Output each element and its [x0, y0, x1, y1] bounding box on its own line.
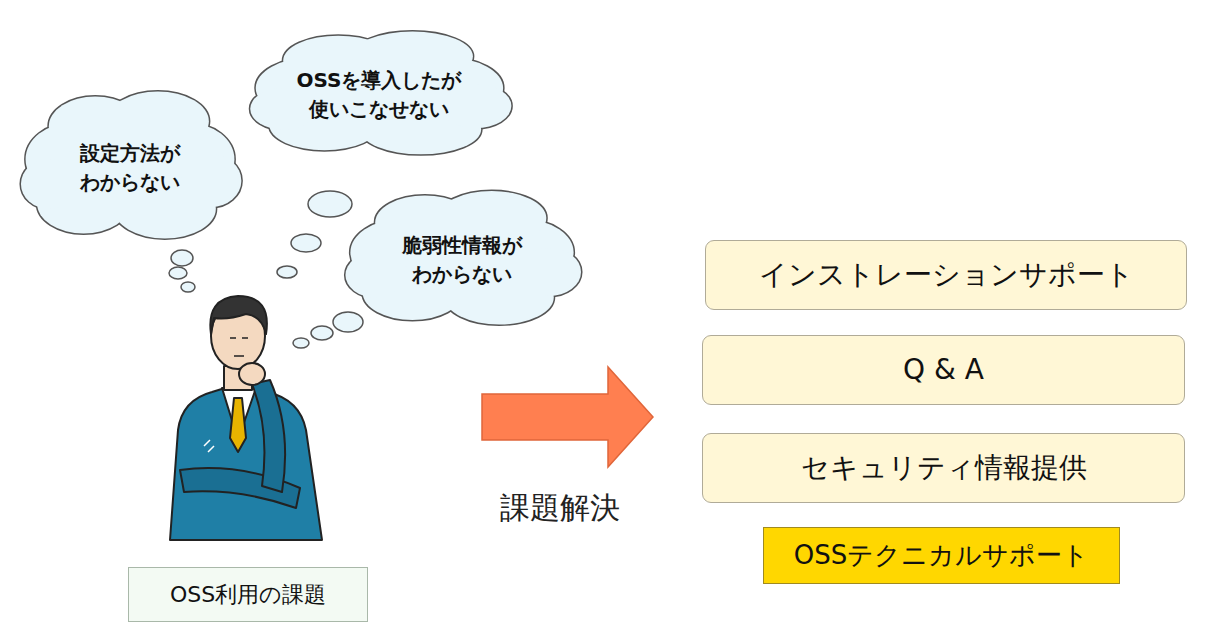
- thought-cloud: 設定方法が わからない: [14, 85, 246, 250]
- box-label: OSSテクニカルサポート: [794, 537, 1089, 575]
- cloud-outline: [338, 185, 586, 335]
- thought-cloud: 脆弱性情報が わからない: [338, 185, 586, 335]
- service-title-box: OSSテクニカルサポート: [763, 527, 1120, 584]
- arrow-label: 課題解決: [500, 488, 620, 529]
- box-label: Q & A: [903, 350, 984, 391]
- thought-text: 脆弱性情報が わからない: [402, 231, 522, 289]
- thought-text: 設定方法が わからない: [80, 139, 180, 197]
- thought-cloud: OSSを導入したが 使いこなせない: [242, 26, 517, 164]
- box-label: インストレーションサポート: [759, 255, 1134, 296]
- businessman-figure: [170, 296, 322, 540]
- cloud-outline: [242, 26, 517, 164]
- service-box: Q & A: [702, 335, 1185, 405]
- service-box: インストレーションサポート: [705, 240, 1187, 310]
- cloud-outline: [14, 85, 246, 250]
- thought-text: OSSを導入したが 使いこなせない: [297, 66, 462, 124]
- box-label: セキュリティ情報提供: [801, 448, 1087, 489]
- caption-box: OSS利用の課題: [128, 567, 368, 622]
- box-label: OSS利用の課題: [170, 579, 326, 611]
- service-box: セキュリティ情報提供: [702, 433, 1185, 503]
- block-arrow: [482, 367, 653, 467]
